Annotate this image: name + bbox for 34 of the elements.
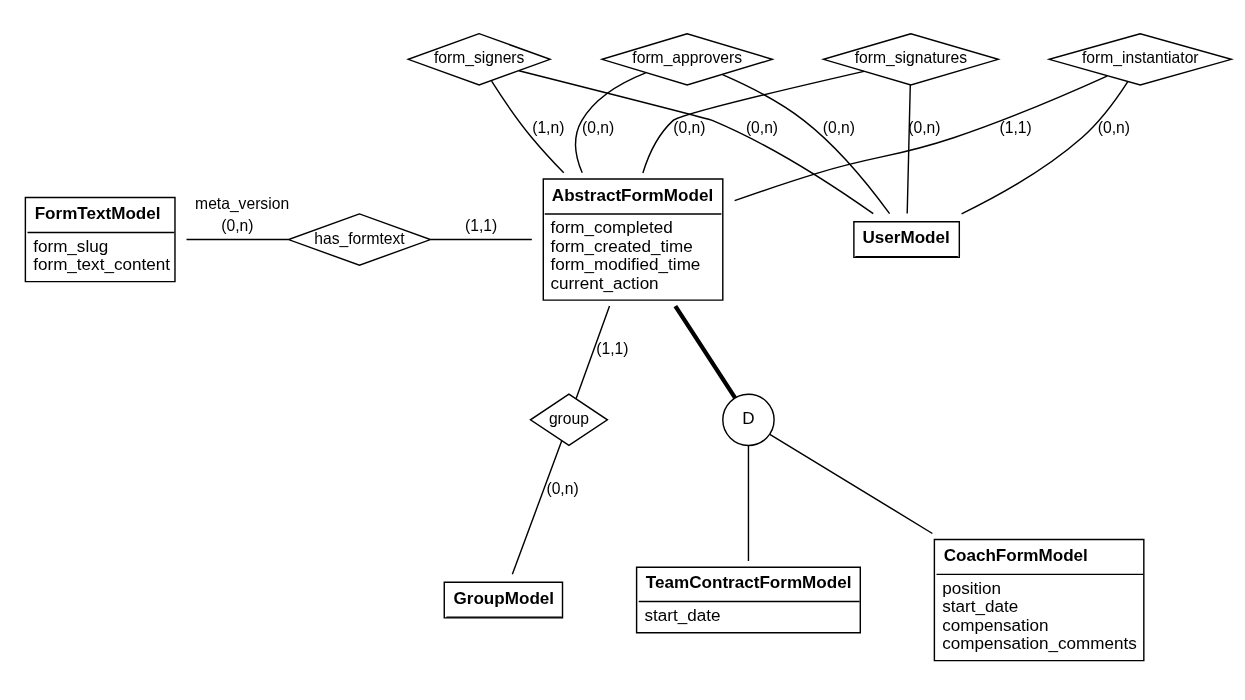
edge-label: (0,n): [822, 119, 856, 137]
connector: [769, 433, 934, 535]
node-diamond: has_formtext: [286, 213, 433, 266]
connector: [185, 238, 289, 241]
connector: [733, 75, 1108, 202]
node-diamond: group: [529, 393, 609, 447]
edge-label: (0,n): [546, 479, 579, 497]
connector: [575, 305, 611, 400]
connector: [642, 70, 865, 174]
edge-label: (1,1): [465, 216, 498, 234]
connector: [673, 304, 737, 400]
connector: [574, 72, 647, 174]
node-diamond: form_signers: [406, 32, 553, 86]
connector: [490, 80, 565, 174]
node-diamond: form_signatures: [821, 32, 1001, 86]
connector: [429, 238, 533, 241]
edge-label: (1,n): [532, 119, 565, 137]
node-circle: D: [722, 393, 775, 447]
edge-label: (0,n): [673, 119, 706, 137]
edge-label: (0,n): [221, 216, 254, 234]
edge-label: (0,n): [1097, 119, 1131, 137]
connector: [518, 70, 874, 215]
connector: [721, 73, 891, 215]
connector: [906, 84, 911, 215]
connector: [747, 444, 750, 562]
edge-label: (0,n): [582, 119, 615, 137]
node-diamond: form_approvers: [599, 32, 775, 86]
node-diamond: form_instantiator: [1046, 32, 1234, 86]
edge-label: (1,1): [596, 339, 629, 357]
edge-label: (0,n): [745, 119, 779, 137]
connector: [960, 80, 1129, 215]
edge-label: (1,1): [999, 119, 1032, 137]
node-label: meta_version: [195, 195, 290, 213]
connector: [511, 440, 563, 576]
